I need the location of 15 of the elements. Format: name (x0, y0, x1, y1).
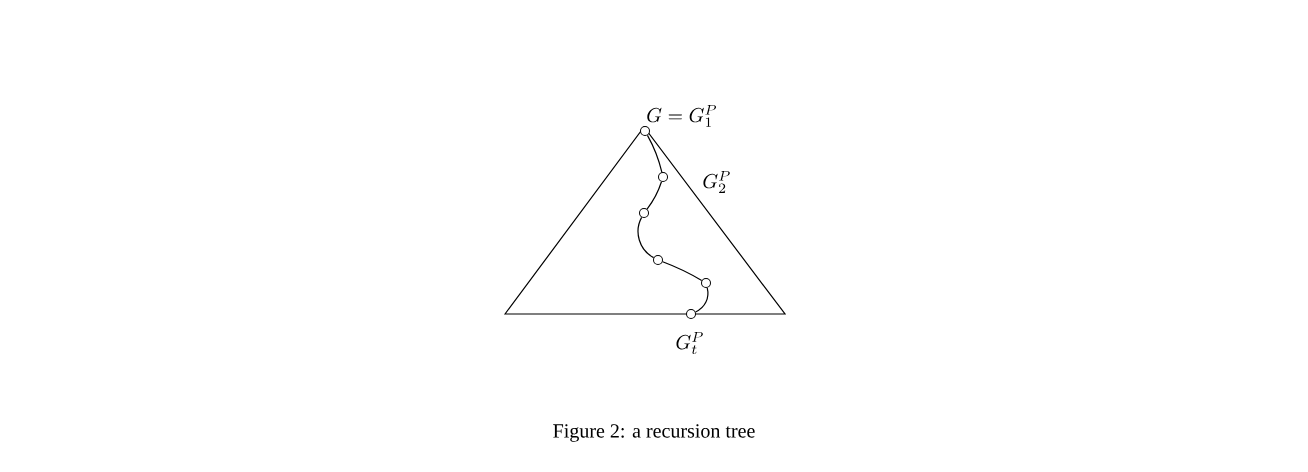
path-vertex (686, 309, 696, 319)
path-vertex (658, 172, 668, 182)
vertex-label: $G = G_1^P$ (647, 105, 717, 127)
vertex-label: $G_2^P$ (703, 171, 730, 193)
path-vertex (640, 126, 650, 136)
path-vertex (701, 278, 711, 288)
path-curve (694, 287, 709, 313)
path-curve (646, 134, 663, 173)
vertex-label: $G_t^P$ (676, 332, 703, 354)
path-curve (646, 181, 663, 210)
path-vertex (653, 255, 663, 265)
path-vertex (639, 208, 649, 218)
figure-caption: Figure 2: a recursion tree (553, 424, 755, 442)
path-curve (662, 261, 703, 282)
path-curve (637, 216, 655, 259)
